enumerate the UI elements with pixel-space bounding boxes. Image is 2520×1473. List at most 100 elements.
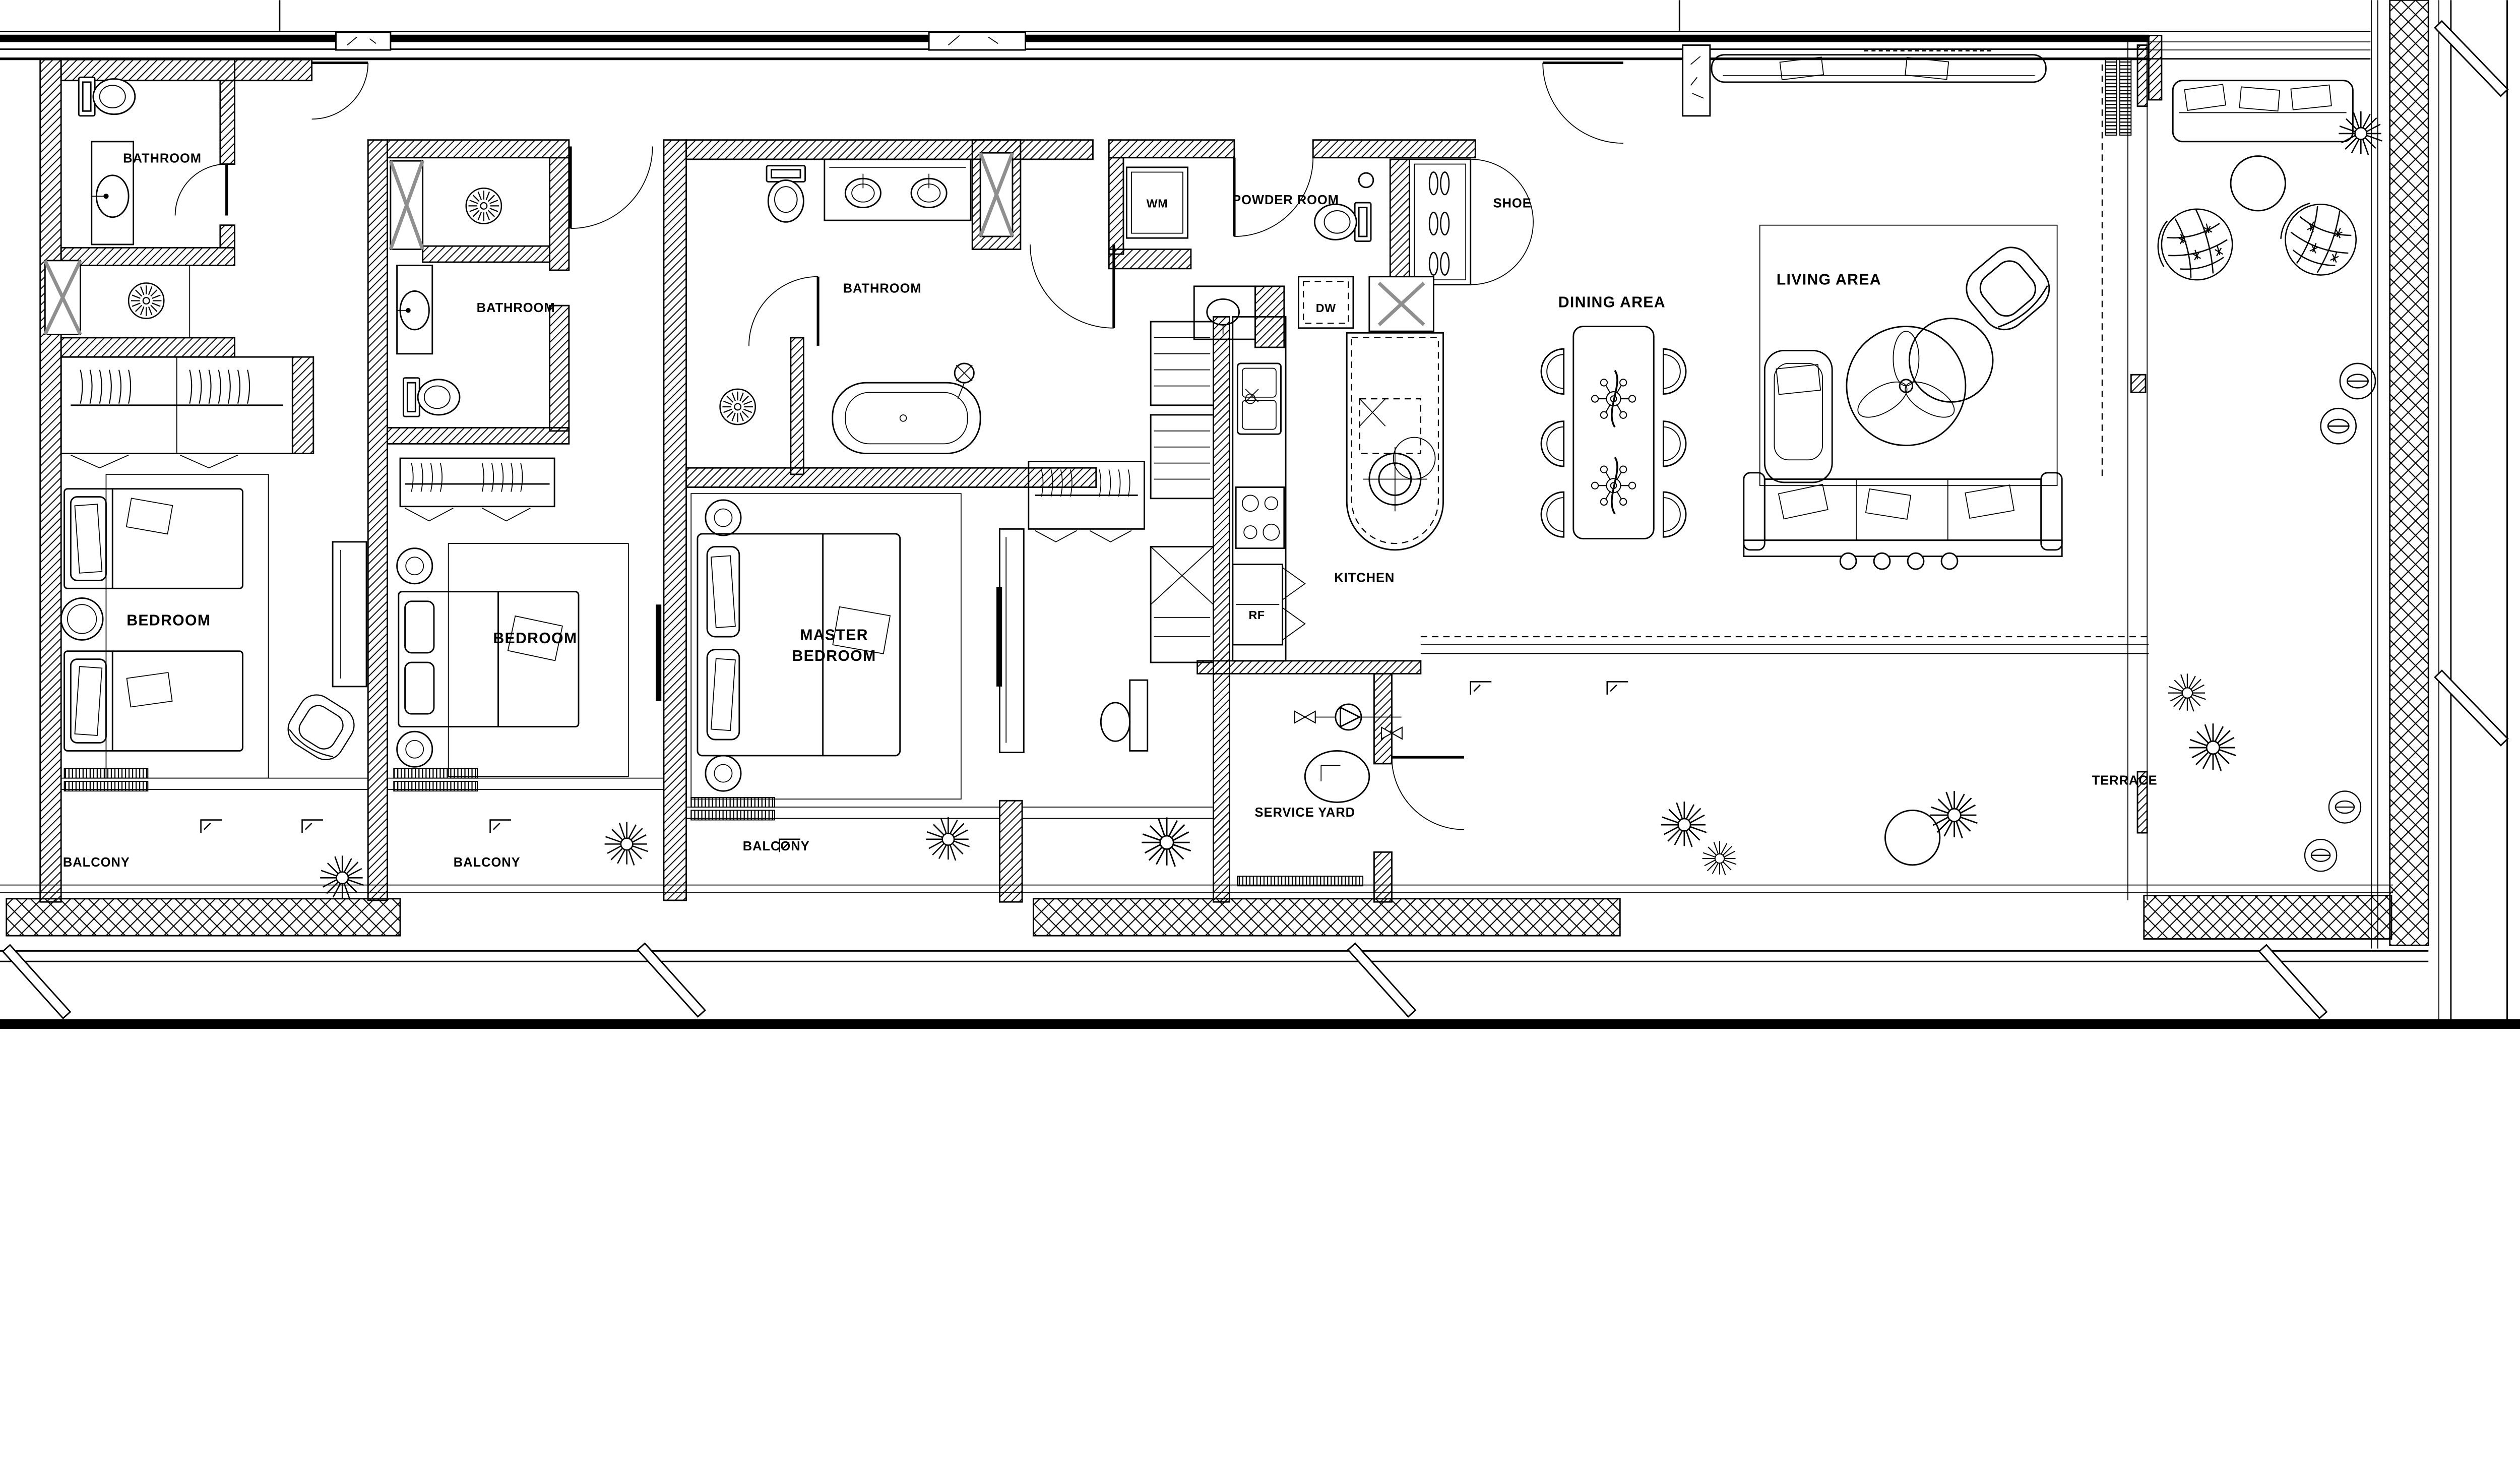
label-balcony-2: BALCONY bbox=[454, 855, 521, 870]
slide-mark bbox=[301, 819, 324, 834]
bottom-boundary bbox=[0, 884, 2520, 1029]
floor-plan-page: BATHROOM bbox=[0, 0, 2520, 1029]
valve-icon bbox=[1294, 710, 1316, 723]
vanity-desk bbox=[1129, 679, 1149, 752]
pouf-chair bbox=[2149, 200, 2241, 290]
expansion-joint-mark bbox=[2434, 669, 2509, 747]
plant-icon bbox=[925, 816, 970, 862]
room-dining: DINING AREA bbox=[1540, 294, 1687, 539]
floor-grate bbox=[1237, 876, 1364, 887]
round-paver bbox=[1884, 809, 1941, 866]
stepping-stone bbox=[2304, 838, 2338, 872]
room-bathroom-2: BATHROOM bbox=[387, 146, 653, 445]
closet-hangers bbox=[411, 462, 523, 493]
label-living: LIVING AREA bbox=[1777, 272, 1881, 288]
toilet-icon bbox=[402, 377, 461, 417]
label-shoe: SHOE bbox=[1493, 197, 1532, 211]
room-living: LIVING AREA bbox=[1711, 50, 2063, 570]
sofa-feet bbox=[1839, 552, 1959, 570]
side-table-icon bbox=[60, 597, 104, 641]
main-entry-door-arc bbox=[1542, 63, 1623, 144]
label-dw: DW bbox=[1316, 301, 1336, 315]
closet-hangers bbox=[80, 369, 250, 404]
shoe-cabinet bbox=[1409, 158, 1472, 286]
structural-column bbox=[1682, 44, 1711, 117]
label-bathroom-2: BATHROOM bbox=[477, 301, 555, 315]
label-balcony-1: BALCONY bbox=[63, 855, 130, 870]
twin-bed-2 bbox=[64, 650, 243, 752]
expansion-joint-mark bbox=[2, 944, 72, 1020]
label-rf: RF bbox=[1248, 608, 1265, 622]
rug bbox=[1759, 224, 2058, 486]
shower-icon bbox=[719, 388, 756, 425]
stepping-stone bbox=[2339, 362, 2376, 400]
room-kitchen: RF KITCHEN bbox=[1150, 316, 1444, 663]
plant-icon bbox=[1929, 790, 1978, 839]
tv-icon bbox=[996, 587, 1002, 687]
expansion-joint-mark bbox=[2258, 944, 2328, 1020]
dining-chairs bbox=[1540, 348, 1687, 538]
kitchen-island bbox=[1346, 332, 1444, 551]
room-service-yard: SERVICE YARD bbox=[1237, 672, 1464, 903]
bathroom1-door-arc bbox=[174, 163, 227, 216]
coffee-table bbox=[1846, 318, 1994, 446]
powder-door-arc bbox=[1234, 157, 1314, 237]
slide-mark bbox=[1470, 681, 1492, 696]
curtain-coil bbox=[2105, 57, 2117, 136]
twin-bed-1 bbox=[64, 488, 243, 589]
powder-sink-icon bbox=[1358, 172, 1374, 189]
label-bedroom-1: BEDROOM bbox=[127, 612, 211, 629]
service-door-arc bbox=[1391, 757, 1464, 830]
room-master-bedroom: MASTER BEDROOM bbox=[690, 493, 1025, 800]
label-kitchen: KITCHEN bbox=[1334, 571, 1395, 585]
label-terrace: TERRACE bbox=[2092, 773, 2158, 787]
shoe-door-arc bbox=[1470, 159, 1534, 222]
slide-mark bbox=[1606, 681, 1629, 696]
terrace-east-boundary bbox=[2371, 0, 2509, 1019]
planter-strip bbox=[6, 898, 401, 937]
slide-mark bbox=[489, 819, 512, 834]
plant-icon bbox=[2188, 722, 2237, 772]
label-service-yard: SERVICE YARD bbox=[1255, 806, 1356, 820]
curtain-coil bbox=[2119, 57, 2132, 136]
room-bathroom-1: BATHROOM bbox=[43, 62, 369, 454]
plant-icon bbox=[1702, 840, 1737, 876]
tv-icon bbox=[656, 604, 662, 701]
shower-icon bbox=[128, 282, 165, 319]
corridor-top-wall bbox=[0, 0, 2371, 117]
label-powder-room: POWDER ROOM bbox=[1232, 193, 1339, 207]
suite-door-arc bbox=[1030, 244, 1114, 329]
master-bed bbox=[697, 533, 901, 757]
stepping-stone bbox=[2320, 407, 2357, 445]
nightstand-lamp bbox=[705, 755, 742, 792]
room-bedroom-2: BEDROOM bbox=[396, 457, 662, 777]
chaise bbox=[1763, 349, 1833, 483]
nightstand-lamp bbox=[396, 547, 433, 585]
dining-table bbox=[1572, 326, 1655, 539]
shoe-door-arc bbox=[1470, 222, 1534, 285]
label-master-bedroom-1: MASTER bbox=[800, 627, 868, 643]
dressing-area bbox=[1028, 461, 1149, 752]
planter-strip bbox=[1032, 898, 1621, 937]
plant-icon bbox=[1141, 816, 1192, 868]
washing-machine bbox=[1125, 166, 1188, 239]
toilet-icon bbox=[78, 76, 136, 117]
toilet-icon bbox=[766, 165, 806, 223]
plant-icon bbox=[1660, 801, 1708, 848]
balcony-sliders bbox=[61, 768, 1214, 821]
stepping-stone bbox=[2328, 790, 2362, 824]
slide-mark bbox=[200, 819, 223, 834]
shower-door-arc bbox=[748, 276, 818, 346]
room-bathroom-3: BATHROOM bbox=[685, 139, 1115, 488]
outdoor-sofa bbox=[2172, 80, 2354, 143]
label-bathroom-3: BATHROOM bbox=[843, 282, 922, 296]
label-master-bedroom-2: BEDROOM bbox=[792, 648, 876, 664]
hall-door-arc bbox=[571, 146, 653, 229]
plant-icon bbox=[2167, 673, 2207, 712]
dresser bbox=[998, 528, 1025, 754]
table-decor bbox=[1591, 456, 1636, 515]
label-bathroom-1: BATHROOM bbox=[123, 151, 202, 165]
plant-icon bbox=[2338, 110, 2383, 156]
bathtub-icon bbox=[832, 362, 981, 454]
plant-icon bbox=[604, 821, 649, 866]
